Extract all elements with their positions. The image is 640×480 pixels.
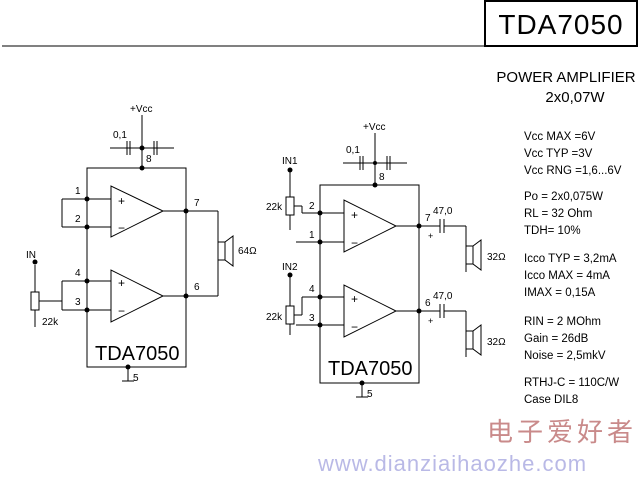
- right-in1-label: IN1: [282, 156, 298, 167]
- right-vcc-label: +Vcc: [363, 122, 386, 133]
- spec-vcc-max: Vcc MAX =6V: [524, 131, 596, 143]
- right-pin-5: 5: [367, 389, 373, 400]
- spec-icco-max: Icco MAX = 4mA: [524, 270, 610, 282]
- subtitle-line1: POWER AMPLIFIER: [496, 69, 635, 86]
- left-pin-6: 6: [194, 282, 200, 293]
- right-cap-out2-label: 47,0: [433, 291, 453, 302]
- right-circuit-dots: [287, 161, 422, 386]
- left-amp2-plus: +: [118, 276, 125, 290]
- right-circuit: [285, 133, 482, 398]
- right-pin-6: 6: [425, 298, 431, 309]
- right-pin-1: 1: [309, 230, 315, 241]
- spec-rthj: RTHJ-C = 110C/W: [524, 377, 619, 389]
- chip-title: TDA7050: [498, 9, 623, 40]
- right-cap-out1-label: 47,0: [433, 206, 453, 217]
- right-pin-8: 8: [379, 172, 385, 183]
- left-pot-label: 22k: [42, 317, 59, 328]
- right-amp1-plus: +: [351, 208, 358, 222]
- spec-vcc-rng: Vcc RNG =1,6...6V: [524, 165, 622, 177]
- left-pin-2: 2: [75, 214, 81, 225]
- left-circuit-labels: +Vcc 0,1 8 1 2 4 3 7 6 5 IN 22k 64Ω + − …: [26, 104, 257, 384]
- left-circuit: [30, 115, 234, 382]
- left-amp2-minus: −: [118, 304, 125, 318]
- left-pin-4: 4: [75, 268, 81, 279]
- spec-noise: Noise = 2,5mkV: [524, 350, 606, 362]
- right-pot1-label: 22k: [266, 202, 283, 213]
- subtitle-line2: 2x0,07W: [545, 89, 605, 106]
- title-block: TDA7050 POWER AMPLIFIER 2x0,07W: [2, 0, 638, 106]
- spec-gain: Gain = 26dB: [524, 333, 589, 345]
- spec-rl: RL = 32 Ohm: [524, 208, 592, 220]
- spec-list: Vcc MAX =6V Vcc TYP =3V Vcc RNG =1,6...6…: [524, 131, 622, 406]
- left-speaker-label: 64Ω: [238, 246, 257, 257]
- right-amp1-minus: −: [351, 236, 358, 250]
- spec-case: Case DIL8: [524, 394, 578, 406]
- right-pin-2: 2: [309, 201, 315, 212]
- right-speaker1-label: 32Ω: [487, 252, 506, 263]
- left-pin-3: 3: [75, 297, 81, 308]
- left-pin-8: 8: [146, 154, 152, 165]
- left-pin-1: 1: [75, 186, 81, 197]
- right-chip-label: TDA7050: [328, 358, 413, 380]
- right-pin-7: 7: [425, 213, 431, 224]
- right-in2-label: IN2: [282, 262, 298, 273]
- left-amp1-minus: −: [118, 221, 125, 235]
- spec-po: Po = 2x0,075W: [524, 191, 603, 203]
- right-pot2-label: 22k: [266, 312, 283, 323]
- watermark-chinese: 电子爱好者: [487, 417, 637, 447]
- left-pin-5: 5: [133, 373, 139, 384]
- spec-imax: IMAX = 0,15A: [524, 287, 596, 299]
- right-cap-out1-plus: +: [428, 231, 433, 241]
- watermark-url: www.dianziaihaozhe.com: [317, 451, 587, 476]
- watermark: 电子爱好者 www.dianziaihaozhe.com: [317, 417, 637, 476]
- right-cap-out2-plus: +: [428, 316, 433, 326]
- left-cap-label: 0,1: [113, 130, 127, 141]
- right-amp2-minus: −: [351, 320, 358, 334]
- left-in-label: IN: [26, 250, 36, 261]
- right-pin-3: 3: [309, 313, 315, 324]
- right-cap-label: 0,1: [346, 145, 360, 156]
- right-speaker2-label: 32Ω: [487, 337, 506, 348]
- left-vcc-label: +Vcc: [130, 104, 153, 115]
- left-circuit-dots: [32, 165, 189, 370]
- spec-vcc-typ: Vcc TYP =3V: [524, 148, 593, 160]
- left-chip-label: TDA7050: [95, 343, 180, 365]
- spec-rin: RIN = 2 MOhm: [524, 316, 601, 328]
- spec-tdh: TDH= 10%: [524, 225, 581, 237]
- spec-icco-typ: Icco TYP = 3,2mA: [524, 253, 617, 265]
- right-amp2-plus: +: [351, 292, 358, 306]
- left-amp1-plus: +: [118, 194, 125, 208]
- right-circuit-labels: +Vcc 0,1 8 2 1 4 3 7 6 5 IN1 IN2 22k 22k…: [266, 122, 506, 400]
- left-pin-7: 7: [194, 198, 200, 209]
- right-pin-4: 4: [309, 284, 315, 295]
